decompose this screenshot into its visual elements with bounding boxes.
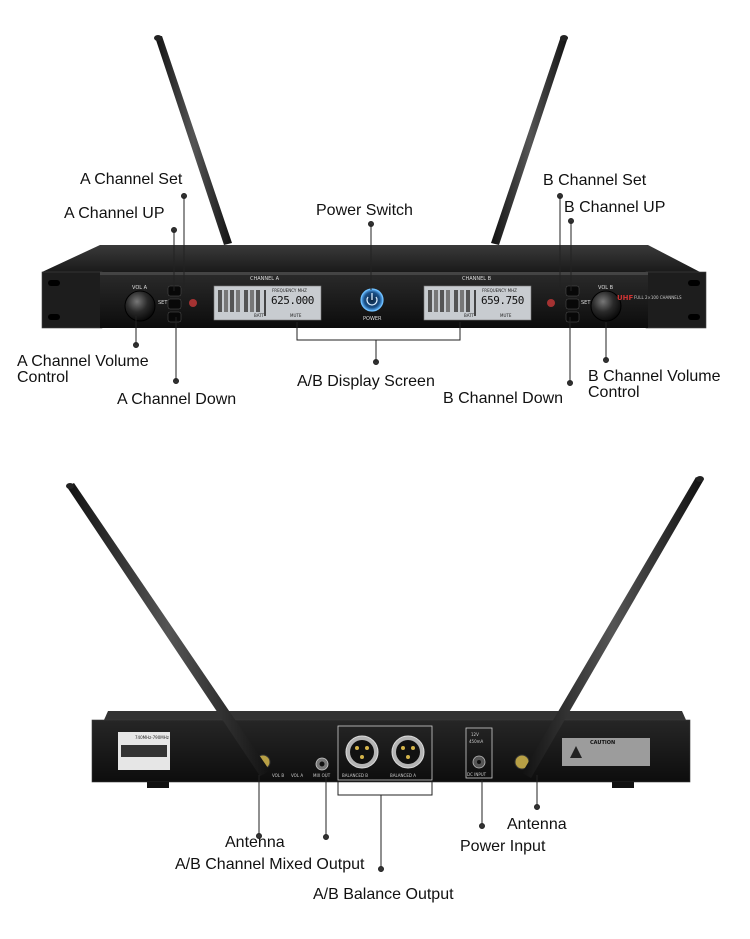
front-buttons-b <box>547 285 580 323</box>
label-mixed-output: A/B Channel Mixed Output <box>175 856 365 873</box>
front-antenna-left <box>154 35 232 245</box>
power-button-graphic <box>360 288 384 312</box>
label-a-channel-down: A Channel Down <box>117 391 237 408</box>
rear-antenna-left <box>66 483 270 776</box>
label-b-channel-down: B Channel Down <box>443 390 564 407</box>
rear-receiver <box>91 711 691 788</box>
label-power-switch: Power Switch <box>316 202 413 219</box>
rear-callout-lines <box>256 772 540 872</box>
lcd-screen-a <box>213 285 322 321</box>
front-knob-b <box>590 290 622 322</box>
label-a-channel-up: A Channel UP <box>64 205 165 222</box>
lcd-screen-b <box>423 285 532 321</box>
label-balance-output: A/B Balance Output <box>313 886 454 903</box>
label-b-channel-volume: B Channel Volume Control <box>588 368 721 401</box>
label-b-channel-set: B Channel Set <box>543 172 647 189</box>
label-antenna-left: Antenna <box>225 834 285 851</box>
rear-antenna-right <box>522 476 704 778</box>
label-display-screen: A/B Display Screen <box>297 373 435 390</box>
label-a-channel-set: A Channel Set <box>80 171 183 188</box>
label-antenna-right: Antenna <box>507 816 567 833</box>
front-callout-lines <box>133 193 609 386</box>
label-power-input: Power Input <box>460 838 546 855</box>
front-knob-a <box>124 290 156 322</box>
front-antenna-right <box>491 35 568 245</box>
label-a-channel-volume: A Channel Volume Control <box>17 353 149 386</box>
label-b-channel-up: B Channel UP <box>564 199 666 216</box>
